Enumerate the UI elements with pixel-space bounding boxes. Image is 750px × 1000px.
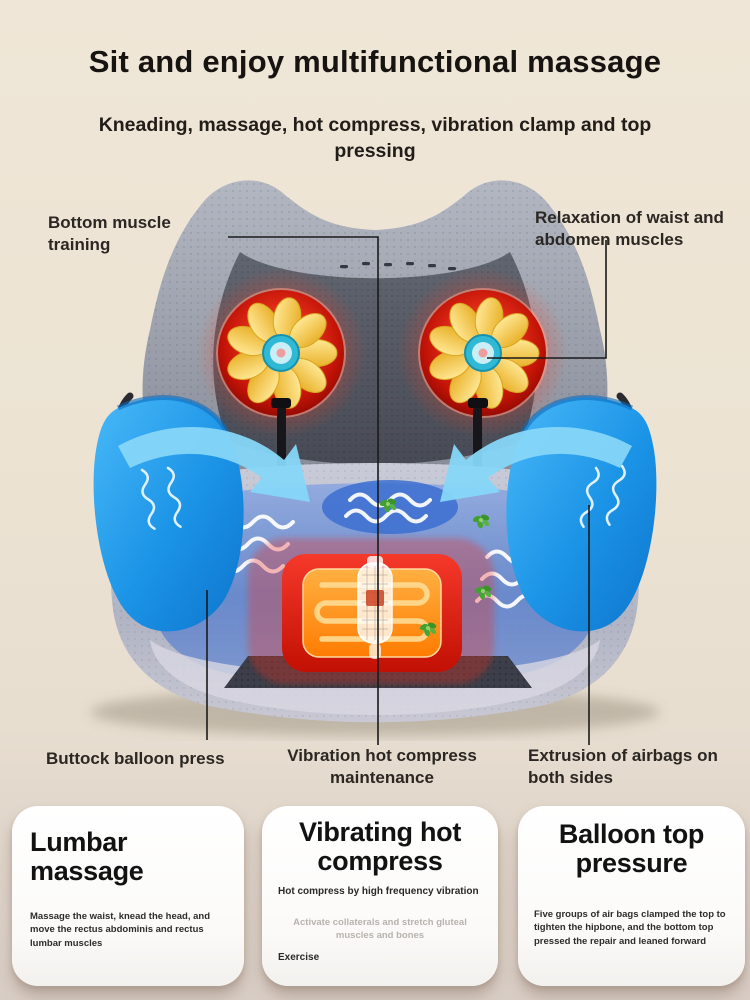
callout-buttock-balloon-press: Buttock balloon press xyxy=(46,749,225,768)
vibration-motor-icon xyxy=(357,556,393,659)
backrest-stitches xyxy=(340,262,456,271)
feature-card-lumbar-massage: Lumbar massage Massage the waist, knead … xyxy=(12,806,244,986)
callout-bottom-muscle-training: Bottom muscle training xyxy=(48,213,171,254)
card-body-line-2: Activate collaterals and stretch gluteal… xyxy=(293,917,467,942)
card-title: Balloon top pressure xyxy=(558,819,705,879)
card-title: Vibrating hot compress xyxy=(298,817,462,877)
card-body-line-3: Exercise xyxy=(278,952,320,963)
airbag-left-icon xyxy=(93,395,310,632)
airbag-arrow-left-icon xyxy=(118,426,310,502)
airbag-arrow-right-icon xyxy=(440,426,632,502)
callout-vibration-hot-compress: Vibration hot compress maintenance xyxy=(287,746,477,787)
page-subtitle: Kneading, massage, hot compress, vibrati… xyxy=(98,114,652,163)
feature-card-balloon-top-pressure: Balloon top pressure Five groups of air … xyxy=(518,806,745,986)
card-body-line-1: Hot compress by high frequency vibration xyxy=(278,886,479,897)
callout-airbag-extrusion: Extrusion of airbags on both sides xyxy=(528,746,718,787)
card-body: Five groups of air bags clamped the top … xyxy=(534,909,726,947)
page-title: Sit and enjoy multifunctional massage xyxy=(88,44,662,79)
card-title: Lumbar massage xyxy=(30,827,144,887)
feature-card-vibrating-hot-compress: Vibrating hot compress Hot compress by h… xyxy=(262,806,498,986)
callout-waist-abdomen-relaxation: Relaxation of waist and abdomen muscles xyxy=(535,208,724,249)
airbag-right-icon xyxy=(440,395,657,632)
callout-lines xyxy=(206,236,607,745)
card-body: Massage the waist, knead the head, and m… xyxy=(30,911,211,949)
vibration-wave-zone-top xyxy=(322,480,458,534)
